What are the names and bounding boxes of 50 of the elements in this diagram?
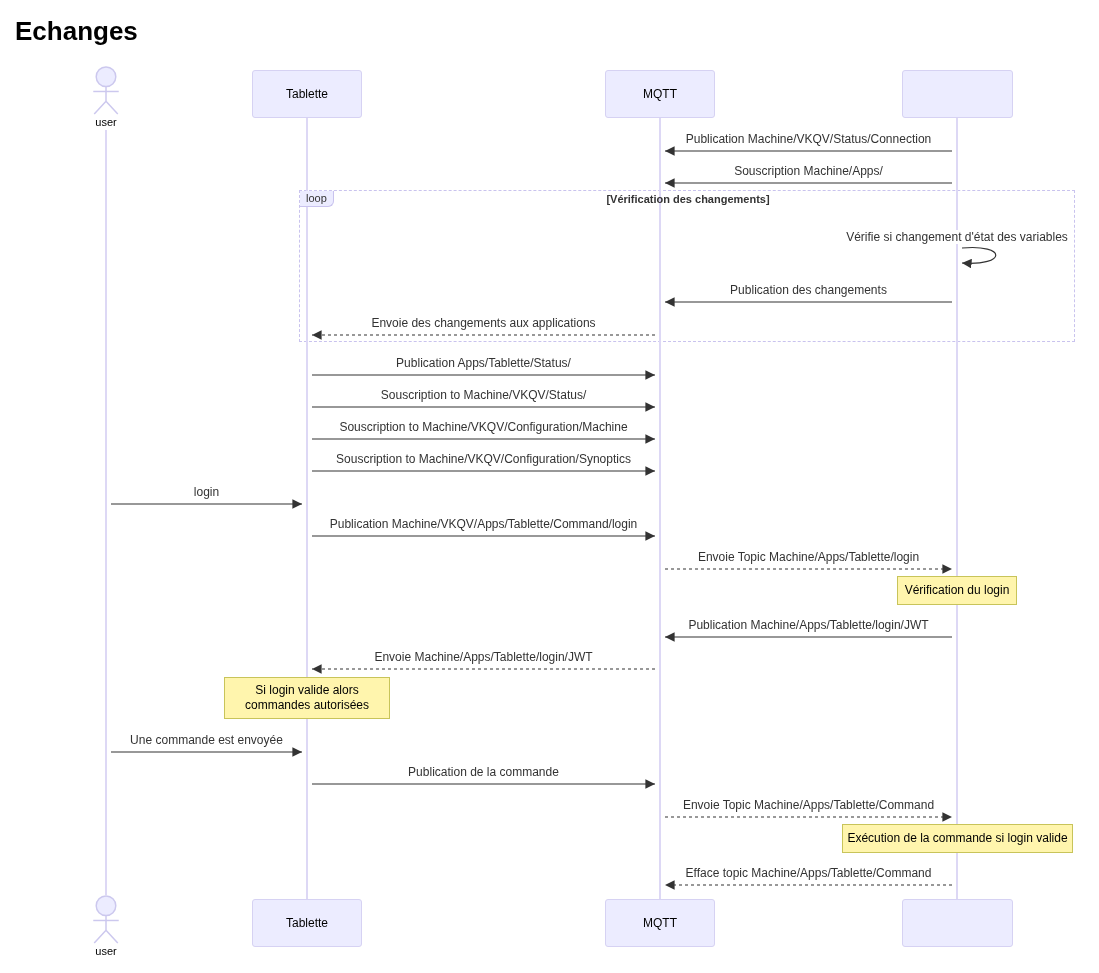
- edge-label: Publication Machine/Apps/Tablette/login/JWT: [686, 618, 931, 632]
- note: Si login valide alors commandes autorisées: [224, 677, 390, 719]
- note: Vérification du login: [897, 576, 1017, 605]
- message-arrow: [311, 531, 656, 541]
- diagram-title: Echanges: [15, 15, 138, 48]
- message-arrow: [664, 564, 953, 574]
- message-arrow: [311, 779, 656, 789]
- edge-label: Publication Machine/VKQV/Apps/Tablette/Command/login: [327, 517, 640, 531]
- edge-label: Souscription to Machine/VKQV/Configuration/Synoptics: [334, 452, 633, 466]
- message-arrow: [664, 178, 953, 188]
- message-arrow: [311, 664, 656, 674]
- actor-label: user: [95, 117, 117, 128]
- edge-label: Efface topic Machine/Apps/Tablette/Command: [683, 866, 934, 880]
- message-arrow: [664, 880, 953, 890]
- edge-label: Envoie Machine/Apps/Tablette/login/JWT: [372, 650, 595, 664]
- message-arrow: [311, 330, 656, 340]
- message-arrow: [311, 402, 656, 412]
- participant-box: Tablette: [252, 899, 362, 947]
- edge-label: Envoie Topic Machine/Apps/Tablette/login: [695, 550, 922, 564]
- edge-label: Publication Apps/Tablette/Status/: [394, 356, 573, 370]
- edge-label: Une commande est envoyée: [128, 733, 285, 747]
- edge-label: Souscription to Machine/VKQV/Configuration/Machine: [337, 420, 630, 434]
- message-arrow: [110, 499, 303, 509]
- message-arrow: [664, 146, 953, 156]
- edge-label: login: [191, 485, 222, 499]
- edge-label: Souscription Machine/Apps/: [732, 164, 885, 178]
- participant-box: [902, 899, 1013, 947]
- edge-label: Souscription to Machine/VKQV/Status/: [378, 388, 589, 402]
- message-arrow: [961, 246, 997, 269]
- edge-label: Vérifie si changement d'état des variables: [844, 230, 1070, 244]
- message-arrow: [311, 466, 656, 476]
- message-arrow: [311, 434, 656, 444]
- note: Exécution de la commande si login valide: [842, 824, 1073, 853]
- edge-label: Publication Machine/VKQV/Status/Connection: [683, 132, 934, 146]
- edge-label: Publication de la commande: [406, 765, 561, 779]
- participant-box: [902, 70, 1013, 118]
- message-arrow: [664, 812, 953, 822]
- message-arrow: [311, 370, 656, 380]
- participant-box: MQTT: [605, 899, 715, 947]
- participant-box: Tablette: [252, 70, 362, 118]
- edge-label: Envoie des changements aux applications: [369, 316, 598, 330]
- participant-box: MQTT: [605, 70, 715, 118]
- loop-condition: [Vérification des changements]: [605, 192, 771, 207]
- edge-label: Publication des changements: [728, 283, 889, 297]
- edge-label: Envoie Topic Machine/Apps/Tablette/Command: [680, 798, 937, 812]
- message-arrow: [110, 747, 303, 757]
- loop-tag: loop: [300, 191, 334, 207]
- message-arrow: [664, 632, 953, 642]
- message-arrow: [664, 297, 953, 307]
- actor-label: user: [95, 946, 117, 957]
